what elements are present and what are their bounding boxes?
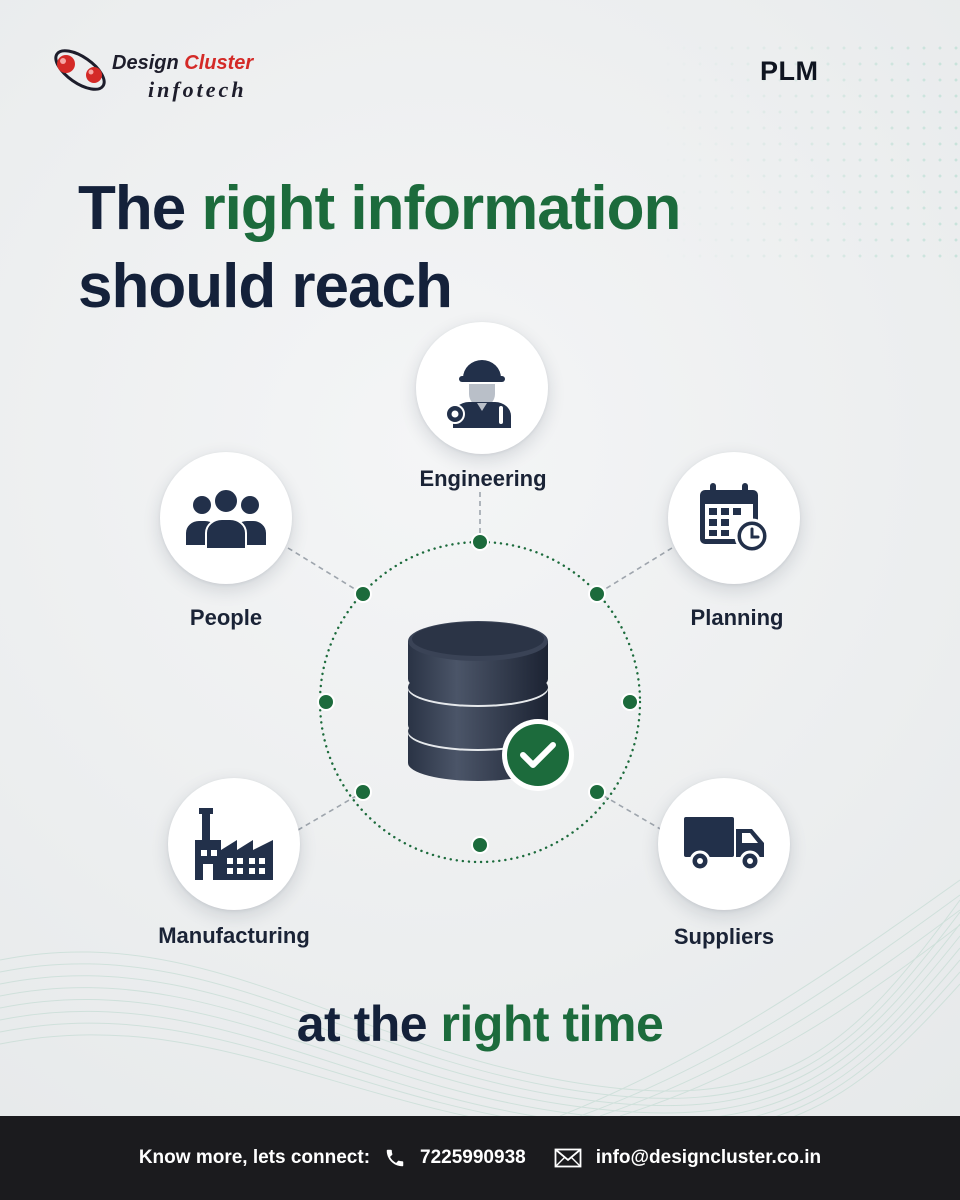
tagline-dark-text: at the — [296, 996, 441, 1052]
dotted-ring — [318, 540, 642, 864]
connector-suppliers — [596, 791, 663, 831]
node-label-engineering: Engineering — [419, 466, 547, 491]
ring-dot-right — [621, 693, 639, 711]
poster-canvas: Design Cluster infotech PLM The right in… — [0, 0, 960, 1116]
ring-dot-left — [317, 693, 335, 711]
brand-logo: Design Cluster infotech — [50, 38, 290, 106]
dot-pattern — [660, 40, 960, 270]
ring-dot-lower-left — [354, 783, 372, 801]
node-suppliers — [658, 778, 790, 910]
tagline: at the right time — [0, 995, 960, 1053]
brand-name-part2: Cluster — [184, 52, 254, 74]
ring-dot-upper-left — [354, 585, 372, 603]
connector-planning — [596, 547, 673, 595]
decorative-waves — [0, 879, 960, 1116]
brand-subname: infotech — [148, 77, 247, 102]
node-people — [160, 452, 292, 584]
connector-diagram — [287, 492, 673, 864]
factory-icon — [195, 808, 273, 880]
ring-dot-top — [471, 533, 489, 551]
tagline-green-text: right time — [440, 996, 664, 1052]
footer-email-address: info@designcluster.co.in — [595, 1147, 822, 1168]
headline-line2: should reach — [78, 252, 453, 321]
connector-manufacturing — [297, 791, 364, 831]
footer-phone[interactable]: 7225990938 — [384, 1147, 526, 1169]
headline-line1: The right information — [78, 170, 681, 248]
people-icon — [186, 488, 266, 549]
node-label-suppliers: Suppliers — [673, 924, 775, 949]
headline-dark-text: The — [78, 174, 202, 243]
ring-dot-bottom — [471, 836, 489, 854]
database-check-icon — [408, 621, 574, 791]
connector-people — [287, 547, 364, 595]
brand-name: Design Cluster — [112, 52, 253, 75]
mail-icon — [554, 1148, 582, 1168]
headline: The right information should reach — [78, 170, 681, 326]
node-manufacturing — [168, 778, 300, 910]
ring-dot-upper-right — [588, 585, 606, 603]
truck-icon — [684, 817, 764, 872]
ring-dot-lower-right — [588, 783, 606, 801]
node-label-planning: Planning — [690, 605, 784, 630]
calendar-clock-icon — [700, 483, 770, 554]
engineer-icon — [445, 360, 511, 428]
node-engineering — [416, 322, 548, 454]
brand-name-part1: Design — [112, 52, 185, 74]
headline-green-text: right information — [201, 174, 681, 243]
footer-phone-number: 7225990938 — [420, 1147, 526, 1168]
node-label-manufacturing: Manufacturing — [158, 923, 310, 948]
footer-email[interactable]: info@designcluster.co.in — [554, 1147, 821, 1169]
category-tag: PLM — [760, 56, 819, 86]
node-label-people: People — [189, 605, 263, 630]
phone-icon — [386, 1149, 404, 1167]
footer-prompt: Know more, lets connect: — [138, 1147, 371, 1168]
node-planning — [668, 452, 800, 584]
contact-footer: Know more, lets connect: 7225990938 info… — [0, 1116, 960, 1200]
logo-mark-icon — [54, 49, 106, 91]
